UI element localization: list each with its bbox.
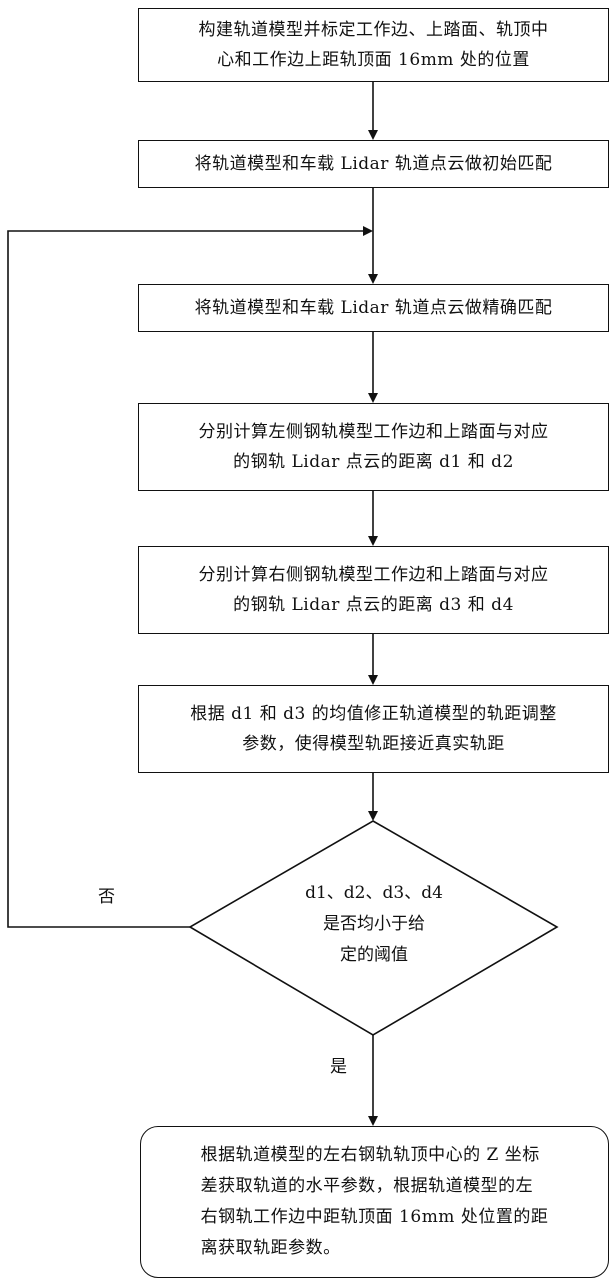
step-adjust-gauge: 根据 d1 和 d3 的均值修正轨道模型的轨距调整 参数，使得模型轨距接近真实轨… — [138, 685, 609, 773]
decision-line-1: d1、d2、d3、d4 — [270, 878, 478, 909]
final-line-2: 差获取轨道的水平参数，根据轨道模型的左 — [201, 1171, 534, 1202]
step5-line-1: 分别计算右侧钢轨模型工作边和上踏面与对应 — [199, 560, 549, 590]
step6-line-2: 参数，使得模型轨距接近真实轨距 — [242, 729, 505, 759]
step4-line-1: 分别计算左侧钢轨模型工作边和上踏面与对应 — [199, 417, 549, 447]
step2-line-1: 将轨道模型和车载 Lidar 轨道点云做初始匹配 — [195, 149, 553, 179]
step-build-track-model: 构建轨道模型并标定工作边、上踏面、轨顶中 心和工作边上距轨顶面 16mm 处的位… — [138, 8, 609, 82]
decision-line-2: 是否均小于给 — [270, 909, 478, 940]
step6-line-1: 根据 d1 和 d3 的均值修正轨道模型的轨距调整 — [190, 699, 557, 729]
step1-line-1: 构建轨道模型并标定工作边、上踏面、轨顶中 — [199, 15, 549, 45]
decision-text: d1、d2、d3、d4 是否均小于给 定的阈值 — [270, 878, 478, 971]
step-initial-match: 将轨道模型和车载 Lidar 轨道点云做初始匹配 — [138, 140, 609, 188]
step5-line-2: 的钢轨 Lidar 点云的距离 d3 和 d4 — [233, 590, 514, 620]
step-precise-match: 将轨道模型和车载 Lidar 轨道点云做精确匹配 — [138, 284, 609, 332]
step3-line-1: 将轨道模型和车载 Lidar 轨道点云做精确匹配 — [195, 293, 553, 323]
final-line-1: 根据轨道模型的左右钢轨轨顶中心的 Z 坐标 — [201, 1140, 540, 1171]
step1-line-2: 心和工作边上距轨顶面 16mm 处的位置 — [217, 45, 530, 75]
final-line-4: 离获取轨距参数。 — [201, 1233, 341, 1264]
final-line-3: 右钢轨工作边中距轨顶面 16mm 处位置的距 — [201, 1202, 549, 1233]
step4-line-2: 的钢轨 Lidar 点云的距离 d1 和 d2 — [233, 447, 514, 477]
no-branch-label: 否 — [98, 882, 115, 907]
step-right-rail-distance: 分别计算右侧钢轨模型工作边和上踏面与对应 的钢轨 Lidar 点云的距离 d3 … — [138, 546, 609, 634]
final-terminal-box: 根据轨道模型的左右钢轨轨顶中心的 Z 坐标 差获取轨道的水平参数，根据轨道模型的… — [140, 1126, 609, 1278]
decision-line-3: 定的阈值 — [270, 940, 478, 971]
yes-branch-label: 是 — [330, 1052, 347, 1077]
step-left-rail-distance: 分别计算左侧钢轨模型工作边和上踏面与对应 的钢轨 Lidar 点云的距离 d1 … — [138, 403, 609, 491]
